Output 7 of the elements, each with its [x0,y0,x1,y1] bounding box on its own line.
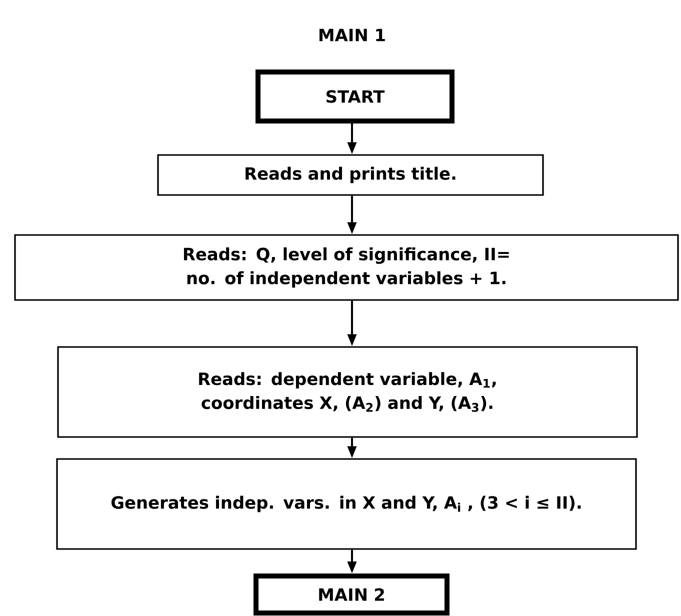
terminal-box: START [256,70,454,124]
process-box: Reads and prints title. [157,154,544,196]
terminal-box: MAIN 2 [254,574,450,616]
process-box: Generates indep. vars. in X and Y, A$_{i}$ , (3 < i ≤ II). [56,458,637,550]
process-box: Reads: dependent variable, A$_{1}$, coordinates X, (A$_{2}$) and Y, (A$_{3}$). [57,346,638,438]
title: MAIN 1 [320,28,385,42]
process-box: Reads: Q, level of significance, II= no. of independent variables + 1. [14,234,679,301]
